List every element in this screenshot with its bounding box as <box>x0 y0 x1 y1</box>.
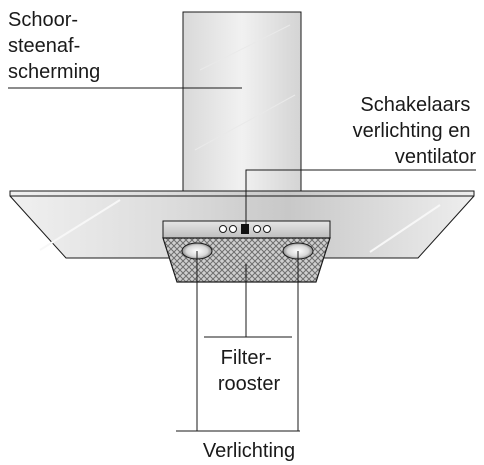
switch-knob <box>219 225 227 233</box>
lighting-label: Verlichting <box>203 440 295 462</box>
switches-label: Schakelaars verlichting en ventilator <box>353 94 477 168</box>
chimney-label-line: scherming <box>8 61 100 83</box>
control-panel <box>162 220 331 239</box>
switches-label-line: verlichting en <box>353 120 471 142</box>
chimney-label-line: Schoor- <box>8 9 78 31</box>
switch-knob <box>253 225 261 233</box>
filter-grid <box>162 237 331 283</box>
filter-label-line: Filter- <box>221 347 272 369</box>
switches-label-line: ventilator <box>395 146 476 168</box>
lighting-label-line: Verlichting <box>203 440 295 462</box>
filter-label-line: rooster <box>218 373 281 395</box>
filter-label: Filter- rooster <box>218 347 281 395</box>
chimney-label-line: steenaf- <box>8 35 80 57</box>
switch-main <box>241 224 249 234</box>
switches-label-line: Schakelaars <box>360 94 470 116</box>
chimney-cover <box>182 11 302 193</box>
switch-knob <box>229 225 237 233</box>
leader-lines <box>8 87 476 432</box>
switch-knob <box>263 225 271 233</box>
chimney-label: Schoor- steenaf- scherming <box>8 9 100 83</box>
